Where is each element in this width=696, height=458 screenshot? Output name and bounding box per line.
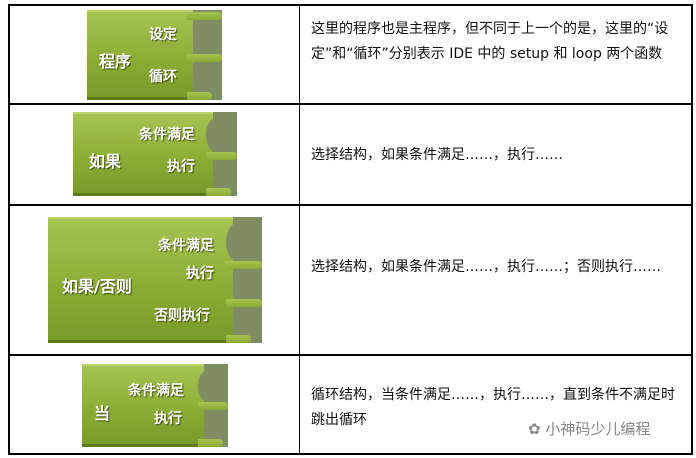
block-title: 如果 (89, 152, 122, 171)
block-input-label: 条件满足 (128, 383, 184, 399)
row-description: 循环结构，当条件满足……，执行……，直到条件不满足时跳出循环 (311, 387, 675, 428)
row-divider (8, 204, 693, 206)
if-else-block: 如果/否则 条件满足 执行 否则执行 (48, 217, 262, 343)
block-title: 程序 (99, 52, 132, 71)
row-divider (8, 103, 693, 105)
block-input-label: 循环 (149, 69, 177, 85)
if-block: 如果 条件满足 执行 (73, 112, 237, 196)
block-input-label: 否则执行 (154, 308, 210, 324)
row-description: 选择结构，如果条件满足……，执行…… (311, 147, 563, 163)
block-input-label: 执行 (167, 159, 195, 175)
block-input-label: 设定 (149, 27, 177, 43)
block-input-label: 执行 (186, 266, 214, 282)
block-input-label: 执行 (154, 411, 182, 427)
watermark-text: 小神码少儿编程 (545, 420, 651, 438)
watermark: ✿ 小神码少儿编程 (528, 418, 650, 439)
block-input-label: 条件满足 (139, 127, 195, 143)
program-block: 程序 设定 循环 (87, 10, 222, 100)
column-divider (299, 4, 300, 455)
row-divider (8, 354, 693, 356)
block-table (8, 4, 693, 455)
row-description: 选择结构，如果条件满足……，执行……；否则执行…… (311, 259, 661, 275)
row-description: 这里的程序也是主程序，但不同于上一个的是，这里的“设定”和“循环”分别表示 ID… (311, 21, 669, 62)
wechat-icon: ✿ (528, 420, 546, 438)
block-title: 如果/否则 (62, 277, 132, 296)
block-input-label: 条件满足 (158, 238, 214, 254)
block-title: 当 (94, 404, 111, 423)
while-block: 当 条件满足 执行 (82, 364, 228, 447)
